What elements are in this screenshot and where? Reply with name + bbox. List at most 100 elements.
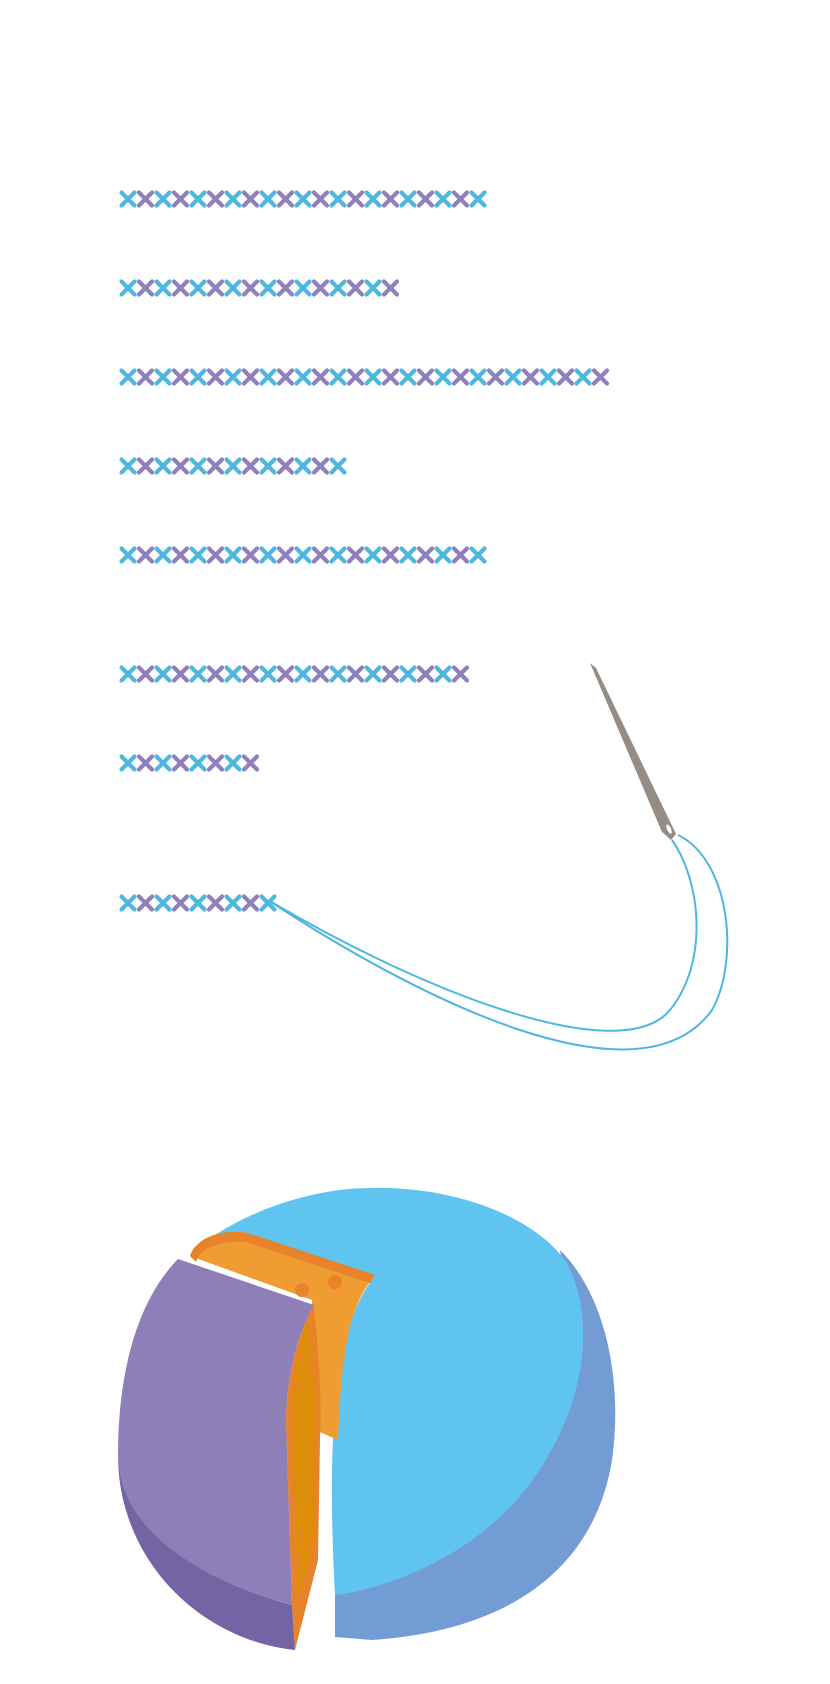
cross-stitch-icon xyxy=(189,754,207,772)
cross-stitch-icon xyxy=(381,546,400,564)
cross-stitch-icon xyxy=(469,546,487,564)
cross-stitch-icon xyxy=(346,190,365,208)
cross-stitch-icon xyxy=(171,894,190,912)
cross-stitch-icon xyxy=(364,368,382,386)
cross-stitch-icon xyxy=(416,665,435,683)
cross-stitch-icon xyxy=(136,665,155,683)
cross-stitch-icon xyxy=(206,457,225,475)
cross-stitch-icon xyxy=(451,665,470,683)
cross-stitch-icon xyxy=(136,754,155,772)
cross-stitch-icon xyxy=(294,457,312,475)
cross-stitch-icon xyxy=(329,190,347,208)
cross-stitch-icon xyxy=(224,665,242,683)
cross-stitch-icon xyxy=(276,368,295,386)
cross-stitch-icon xyxy=(276,546,295,564)
cross-stitch-icon xyxy=(311,279,330,297)
cross-stitch-icon xyxy=(434,190,452,208)
cross-stitch-icon xyxy=(399,190,417,208)
cross-stitch-icon xyxy=(136,190,155,208)
cross-stitch-icon xyxy=(329,457,347,475)
cross-stitch-icon xyxy=(346,546,365,564)
cross-stitch-icon xyxy=(241,368,260,386)
cross-stitch-icon xyxy=(241,754,260,772)
cross-stitch-icon xyxy=(276,190,295,208)
cross-stitch-icon xyxy=(206,665,225,683)
cross-stitch-icon xyxy=(329,546,347,564)
cross-stitch-icon xyxy=(154,894,172,912)
cross-stitch-icon xyxy=(136,279,155,297)
cross-stitch-icon xyxy=(364,279,382,297)
cross-stitch-icon xyxy=(189,546,207,564)
cheese-slice-icon xyxy=(118,1259,321,1650)
stitch-row xyxy=(119,190,487,208)
cross-stitch-icon xyxy=(451,546,470,564)
stitch-row xyxy=(119,546,487,564)
cross-stitch-icon xyxy=(381,665,400,683)
cross-stitch-icon xyxy=(119,754,137,772)
cross-stitch-icon xyxy=(311,665,330,683)
cross-stitch-icon xyxy=(346,665,365,683)
cross-stitch-icon xyxy=(241,894,260,912)
cross-stitch-icon xyxy=(364,665,382,683)
cross-stitch-icon xyxy=(224,754,242,772)
cross-stitch-icon xyxy=(206,546,225,564)
cross-stitch-icon xyxy=(136,894,155,912)
cross-stitch-icon xyxy=(119,894,137,912)
cross-stitch-icon xyxy=(381,190,400,208)
cross-stitch-icon xyxy=(311,457,330,475)
cross-stitch-icon xyxy=(171,665,190,683)
cross-stitch-icon xyxy=(259,190,277,208)
cross-stitch-icon xyxy=(364,546,382,564)
cross-stitch-icon xyxy=(399,665,417,683)
cross-stitch-icon xyxy=(451,190,470,208)
needle-icon xyxy=(590,663,676,840)
cross-stitch-icon xyxy=(171,368,190,386)
cross-stitch-icon xyxy=(364,190,382,208)
cross-stitch-icon xyxy=(294,368,312,386)
cross-stitch-icon xyxy=(119,190,137,208)
cross-stitch-icon xyxy=(276,279,295,297)
cross-stitch-icon xyxy=(451,368,470,386)
cross-stitch-icon xyxy=(294,665,312,683)
cross-stitch-icon xyxy=(119,665,137,683)
cross-stitch-icon xyxy=(276,457,295,475)
thread-icon xyxy=(267,834,729,1051)
cross-stitch-icon xyxy=(259,546,277,564)
cross-stitch-icon xyxy=(504,368,522,386)
cross-stitch-icon xyxy=(171,457,190,475)
cross-stitch-icon xyxy=(224,894,242,912)
cross-stitch-icon xyxy=(434,368,452,386)
cross-stitch-icon xyxy=(189,457,207,475)
cross-stitch-icon xyxy=(329,665,347,683)
cross-stitch-icon xyxy=(434,665,452,683)
cross-stitch-icon xyxy=(294,190,312,208)
cross-stitch-icon xyxy=(539,368,557,386)
cross-stitch-icon xyxy=(346,368,365,386)
cheese-wheel-icon xyxy=(190,1187,616,1640)
cross-stitch-icon xyxy=(154,190,172,208)
cross-stitch-icon xyxy=(311,368,330,386)
cross-stitch-icon xyxy=(416,546,435,564)
cross-stitch-icon xyxy=(434,546,452,564)
cross-stitch-icon xyxy=(521,368,540,386)
cross-stitch-icon xyxy=(399,368,417,386)
cross-stitch-icon xyxy=(154,368,172,386)
stitch-row xyxy=(119,279,400,297)
stitch-row xyxy=(119,457,347,475)
cross-stitch-icon xyxy=(259,665,277,683)
cross-stitch-icon xyxy=(189,665,207,683)
cross-stitch-icon xyxy=(486,368,505,386)
cross-stitch-icon xyxy=(276,665,295,683)
cross-stitch-icon xyxy=(206,754,225,772)
cross-stitch-icon xyxy=(416,368,435,386)
cross-stitch-icon xyxy=(329,279,347,297)
cross-stitch-icon xyxy=(241,665,260,683)
cross-stitch-icon xyxy=(154,754,172,772)
cross-stitch-icon xyxy=(294,279,312,297)
cross-stitch-icon xyxy=(206,368,225,386)
cross-stitch-icon xyxy=(241,190,260,208)
cross-stitch-icon xyxy=(556,368,575,386)
cross-stitch-icon xyxy=(154,665,172,683)
cross-stitch-icon xyxy=(224,457,242,475)
cross-stitch-icon xyxy=(591,368,610,386)
